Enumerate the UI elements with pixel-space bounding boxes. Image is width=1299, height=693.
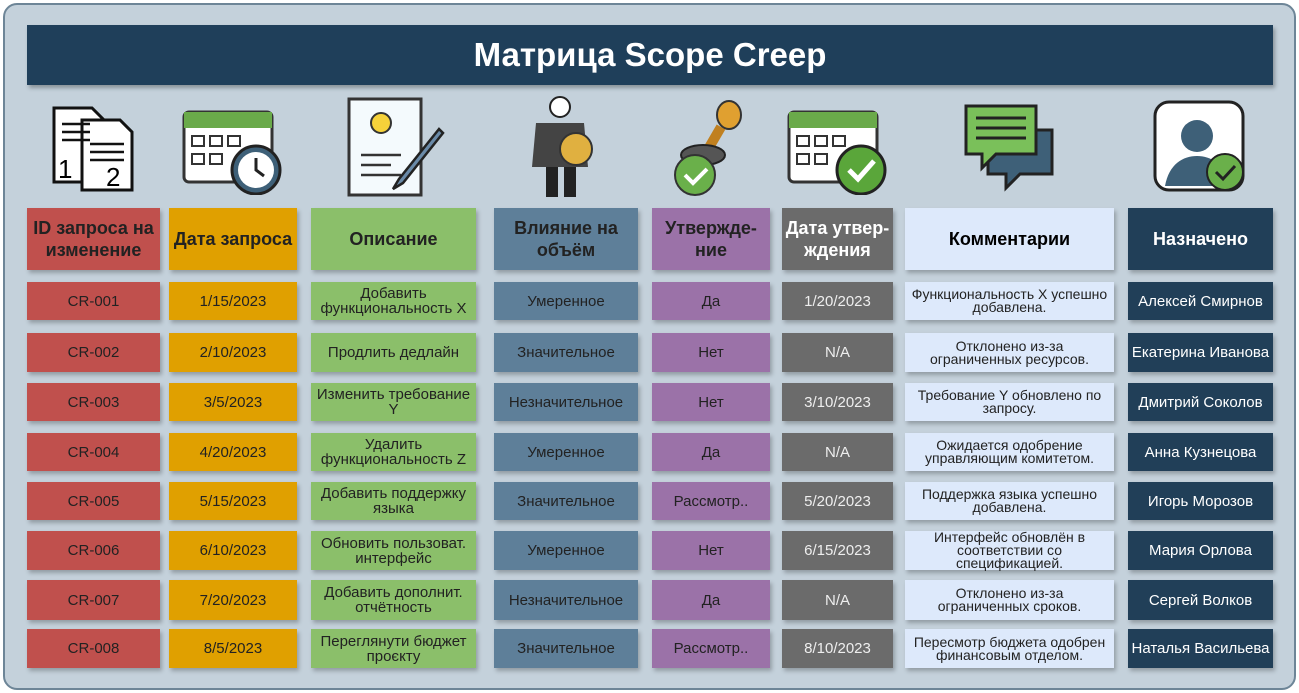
cell-approval: Нет	[652, 531, 770, 570]
chat-icon	[950, 95, 1070, 200]
column-header-comments: Комментарии	[905, 208, 1114, 270]
cell-description: Удалить функциональность Z	[311, 433, 476, 471]
cell-approval: Рассмотр..	[652, 482, 770, 520]
cell-scope-impact: Значительное	[494, 482, 638, 520]
cell-request-id: CR-008	[27, 629, 160, 668]
cell-scope-impact: Умеренное	[494, 433, 638, 471]
cell-assigned-to: Мария Орлова	[1128, 531, 1273, 570]
cell-approval-date: 3/10/2023	[782, 383, 893, 421]
cell-request-id: CR-005	[27, 482, 160, 520]
cell-request-date: 2/10/2023	[169, 333, 297, 372]
column-header-assigned-to: Назначено	[1128, 208, 1273, 270]
column-header-description: Описание	[311, 208, 476, 270]
cell-assigned-to: Алексей Смирнов	[1128, 282, 1273, 320]
cell-scope-impact: Значительное	[494, 333, 638, 372]
cell-approval-date: 8/10/2023	[782, 629, 893, 668]
cell-approval: Рассмотр..	[652, 629, 770, 668]
cell-request-date: 4/20/2023	[169, 433, 297, 471]
svg-text:2: 2	[106, 162, 120, 192]
cell-approval-date: 6/15/2023	[782, 531, 893, 570]
cell-description: Добавить поддержку языка	[311, 482, 476, 520]
cell-request-id: CR-006	[27, 531, 160, 570]
cell-assigned-to: Игорь Морозов	[1128, 482, 1273, 520]
cell-description: Добавить функциональность X	[311, 282, 476, 320]
cell-request-id: CR-001	[27, 282, 160, 320]
cell-scope-impact: Значительное	[494, 629, 638, 668]
cell-comments: Ожидается одобрение управляющим комитето…	[905, 433, 1114, 471]
idea-document-icon	[334, 95, 454, 200]
cell-request-date: 7/20/2023	[169, 580, 297, 620]
cell-comments: Отклонено из-за ограниченных ресурсов.	[905, 333, 1114, 372]
cell-approval: Да	[652, 580, 770, 620]
column-header-request-id: ID запроса на изменение	[27, 208, 160, 270]
page-title: Матрица Scope Creep	[27, 25, 1273, 85]
cell-description: Обновить пользоват. интерфейс	[311, 531, 476, 570]
businessman-compass-icon	[506, 95, 626, 200]
cell-comments: Отклонено из-за ограниченных сроков.	[905, 580, 1114, 620]
cell-comments: Интерфейс обновлён в соответствии со спе…	[905, 530, 1114, 570]
cell-assigned-to: Сергей Волков	[1128, 580, 1273, 620]
cell-description: Добавить дополнит. отчётность	[311, 580, 476, 620]
cell-scope-impact: Умеренное	[494, 531, 638, 570]
cell-request-date: 8/5/2023	[169, 629, 297, 668]
column-header-approval: Утвержде-ние	[652, 208, 770, 270]
cell-assigned-to: Екатерина Иванова	[1128, 333, 1273, 372]
column-header-approval-date: Дата утвер-ждения	[782, 208, 893, 270]
cell-approval: Нет	[652, 333, 770, 372]
cell-request-id: CR-003	[27, 383, 160, 421]
cell-approval: Да	[652, 433, 770, 471]
cell-comments: Функциональность X успешно добавлена.	[905, 282, 1114, 320]
cell-scope-impact: Умеренное	[494, 282, 638, 320]
user-check-icon	[1141, 95, 1261, 200]
column-header-request-date: Дата запроса	[169, 208, 297, 270]
cell-scope-impact: Незначительное	[494, 383, 638, 421]
cell-approval-date: N/A	[782, 580, 893, 620]
cell-description: Переглянути бюджет проєкту	[311, 629, 476, 668]
cell-comments: Требование Y обновлено по запросу.	[905, 383, 1114, 421]
cell-approval: Да	[652, 282, 770, 320]
cell-description: Изменить требование Y	[311, 383, 476, 421]
cell-approval-date: N/A	[782, 333, 893, 372]
cell-approval: Нет	[652, 383, 770, 421]
cell-comments: Пересмотр бюджета одобрен финансовым отд…	[905, 629, 1114, 668]
approval-stamp-icon	[651, 95, 771, 200]
cell-approval-date: 5/20/2023	[782, 482, 893, 520]
cell-request-id: CR-002	[27, 333, 160, 372]
svg-text:1: 1	[58, 154, 72, 184]
cell-assigned-to: Анна Кузнецова	[1128, 433, 1273, 471]
cell-request-date: 6/10/2023	[169, 531, 297, 570]
cell-request-date: 3/5/2023	[169, 383, 297, 421]
cell-request-id: CR-007	[27, 580, 160, 620]
cell-comments: Поддержка языка успешно добавлена.	[905, 482, 1114, 520]
cell-approval-date: N/A	[782, 433, 893, 471]
cell-request-id: CR-004	[27, 433, 160, 471]
cell-approval-date: 1/20/2023	[782, 282, 893, 320]
calendar-clock-icon	[173, 95, 293, 200]
cell-scope-impact: Незначительное	[494, 580, 638, 620]
calendar-check-icon	[778, 95, 898, 200]
column-header-scope-impact: Влияние на объём	[494, 208, 638, 270]
cell-description: Продлить дедлайн	[311, 333, 476, 372]
cell-request-date: 1/15/2023	[169, 282, 297, 320]
cell-request-date: 5/15/2023	[169, 482, 297, 520]
cell-assigned-to: Наталья Васильева	[1128, 629, 1273, 668]
cell-assigned-to: Дмитрий Соколов	[1128, 383, 1273, 421]
